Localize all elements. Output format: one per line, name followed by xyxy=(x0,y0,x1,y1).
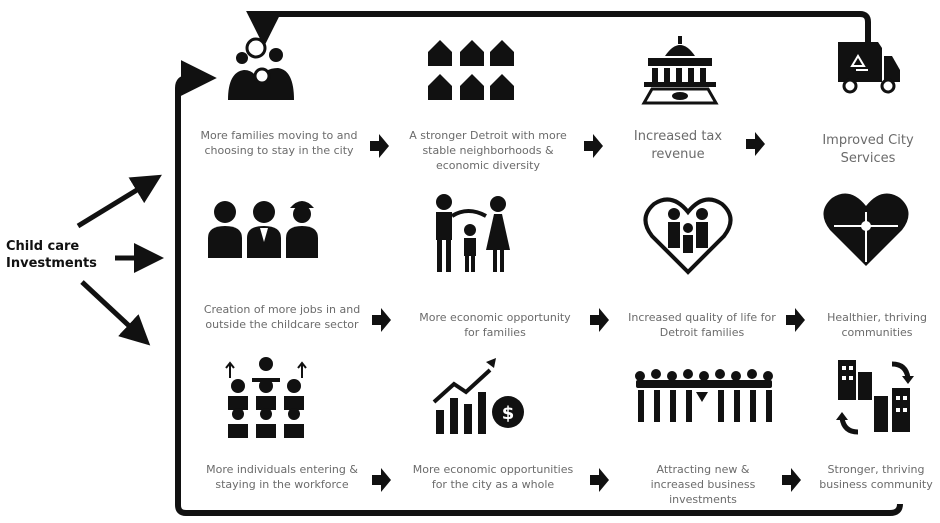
row-arrow xyxy=(590,468,609,492)
row-arrow xyxy=(372,468,391,492)
workers-icon xyxy=(208,201,318,258)
node-workforce-label: More individuals entering & staying in t… xyxy=(206,463,358,491)
buildings-cycle-icon xyxy=(836,360,914,435)
source-line-1: Child care xyxy=(6,239,80,254)
node-jobs-label: Creation of more jobs in and outside the… xyxy=(203,303,361,331)
family-group-icon xyxy=(436,194,510,272)
puzzle-heart-icon xyxy=(823,193,909,266)
feedback-loop-top-arrow xyxy=(246,10,871,58)
row-arrow xyxy=(782,468,801,492)
row-arrow xyxy=(584,134,603,158)
node-family-opportunity-label: More economic opportunity for families xyxy=(419,311,571,339)
row-arrow xyxy=(370,134,389,158)
capitol-money-icon xyxy=(641,36,719,105)
row-arrow xyxy=(590,308,609,332)
node-city-services-label: Improved City Services xyxy=(822,133,914,166)
node-city-opportunities-label: More economic opportunities for the city… xyxy=(412,463,574,491)
source-line-2: Investments xyxy=(6,256,97,271)
workforce-hierarchy-icon xyxy=(225,357,307,438)
node-tax-revenue-label: Increased tax revenue xyxy=(633,129,723,162)
row-arrow xyxy=(746,132,765,156)
node-business-investments-label: Attracting new & increased business inve… xyxy=(650,463,756,506)
row-arrows xyxy=(370,132,805,492)
node-stronger-detroit-label: A stronger Detroit with more stable neig… xyxy=(409,129,567,172)
recycling-truck-icon xyxy=(838,42,900,94)
node-quality-of-life-label: Increased quality of life for Detroit fa… xyxy=(628,311,776,339)
svg-text:$: $ xyxy=(502,403,515,424)
child-care-investments-label: Child care Investments xyxy=(6,238,106,272)
family-icon xyxy=(228,37,294,100)
source-arrows xyxy=(76,174,164,346)
heart-family-icon xyxy=(643,197,733,275)
row-arrow xyxy=(372,308,391,332)
growth-chart-dollar-icon: $ xyxy=(432,358,524,434)
node-healthier-communities-label: Healthier, thriving communities xyxy=(827,311,927,339)
feedback-loop-left-arrow xyxy=(175,60,903,516)
node-business-community-label: Stronger, thriving business community xyxy=(819,463,933,491)
houses-icon xyxy=(428,40,514,100)
row-arrow xyxy=(786,308,805,332)
node-more-families-label: More families moving to and choosing to … xyxy=(200,129,358,157)
business-team-icon xyxy=(635,369,773,422)
